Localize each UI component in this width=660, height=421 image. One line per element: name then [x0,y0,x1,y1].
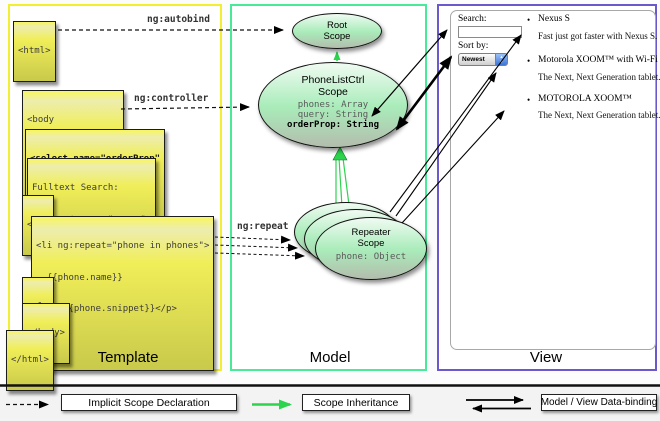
search-input[interactable] [458,26,522,38]
bullet-icon: • [527,56,531,66]
legend-scope-inheritance: Scope Inheritance [302,394,410,411]
prop-orderprop: orderProp: String [286,120,380,130]
prop-phones: phones: Array [297,100,369,110]
phone-item-title: Motorola XOOM™ with Wi-Fi [538,55,658,65]
phone-item-desc: Fast just got faster with Nexus S. [538,31,658,41]
search-label: Search: [458,14,487,24]
dropdown-stepper-icon[interactable]: ▲ ▼ [495,54,507,65]
phonelistctrl-scope-ellipse: PhoneListCtrl Scope phones: Array query:… [258,62,408,148]
phone-item-title: Nexus S [538,14,570,24]
model-column-label: Model [309,349,351,366]
legend-implicit-scope-declaration: Implicit Scope Declaration [61,394,237,411]
view-browser-window: Search: Sort by: Newest ▲ ▼ • Nexus S Fa… [450,10,660,350]
sort-label: Sort by: [458,41,489,51]
model-panel [230,4,427,371]
ng-autobind-label: ng:autobind [147,14,210,25]
phone-item-desc: The Next, Next Generation tablet. [538,110,660,120]
code-box-html-open: <html> [13,21,56,82]
root-scope-title: Root [326,20,348,31]
root-scope-ellipse: Root Scope [292,13,382,49]
repeater-scope-subtitle: Scope [357,237,385,249]
sort-dropdown-value: Newest [462,56,485,63]
repeater-scope-title: Repeater [351,227,391,238]
repeater-scope-ellipse: Repeater Scope phone: Object [315,217,427,280]
phonelistctrl-scope-subtitle: Scope [318,86,348,98]
ng-controller-label: ng:controller [134,93,209,104]
prop-query: query: String [297,110,369,120]
root-scope-subtitle: Scope [323,30,351,42]
phonelistctrl-scope-title: PhoneListCtrl [301,74,365,86]
bullet-icon: • [527,15,531,25]
phone-item-desc: The Next, Next Generation tablet. [538,72,660,82]
bullet-icon: • [527,95,531,105]
ng-repeat-label: ng:repeat [237,221,289,232]
stepper-down-icon: ▼ [499,58,504,64]
legend-model-view-databinding: Model / View Data-binding [541,394,657,411]
code-box-html-close: </html> [6,330,54,391]
view-column-label: View [529,349,563,366]
template-column-label: Template [97,349,159,366]
phone-item-title: MOTOROLA XOOM™ [538,94,632,104]
prop-phone: phone: Object [335,252,407,262]
sort-dropdown[interactable]: Newest ▲ ▼ [458,53,508,66]
